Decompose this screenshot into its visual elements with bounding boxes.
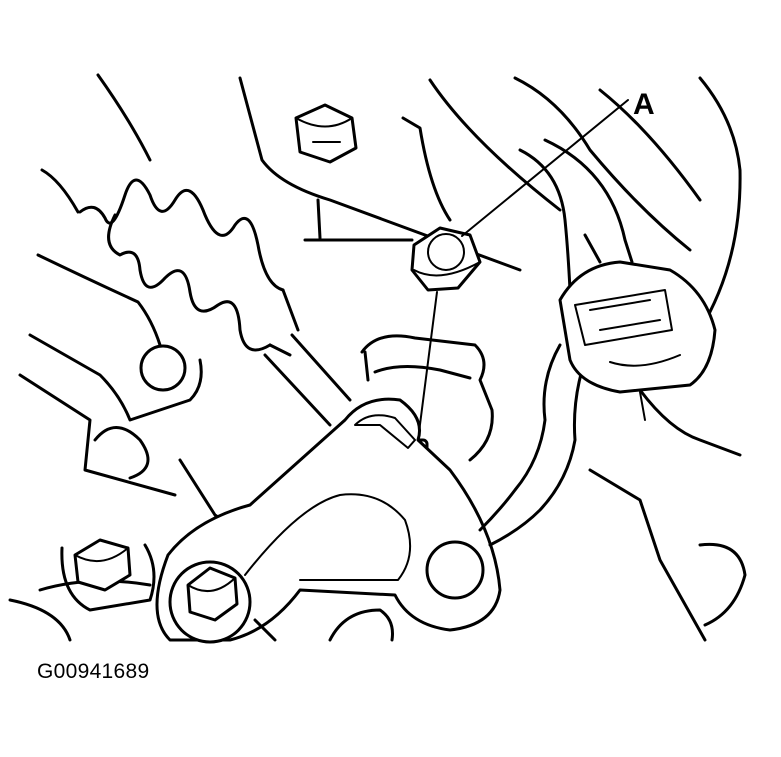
callout-label-a: A bbox=[633, 88, 655, 121]
figure-id: G00941689 bbox=[37, 660, 150, 683]
hose-icon bbox=[478, 138, 634, 547]
housing-lower bbox=[253, 608, 394, 642]
bolt-icon bbox=[294, 103, 358, 164]
bolt-icon bbox=[139, 344, 187, 392]
bellows-boot-icon bbox=[40, 73, 300, 357]
bolt-icon bbox=[168, 560, 252, 644]
bolt-icon bbox=[60, 538, 156, 612]
housing-block bbox=[360, 334, 494, 462]
leader-line bbox=[417, 291, 438, 441]
nut-icon bbox=[410, 226, 482, 292]
housing-outline bbox=[8, 76, 747, 642]
connector-icon bbox=[558, 233, 717, 421]
cable-icon bbox=[263, 333, 352, 427]
callout-leader bbox=[461, 99, 629, 237]
support-arm bbox=[18, 253, 247, 537]
